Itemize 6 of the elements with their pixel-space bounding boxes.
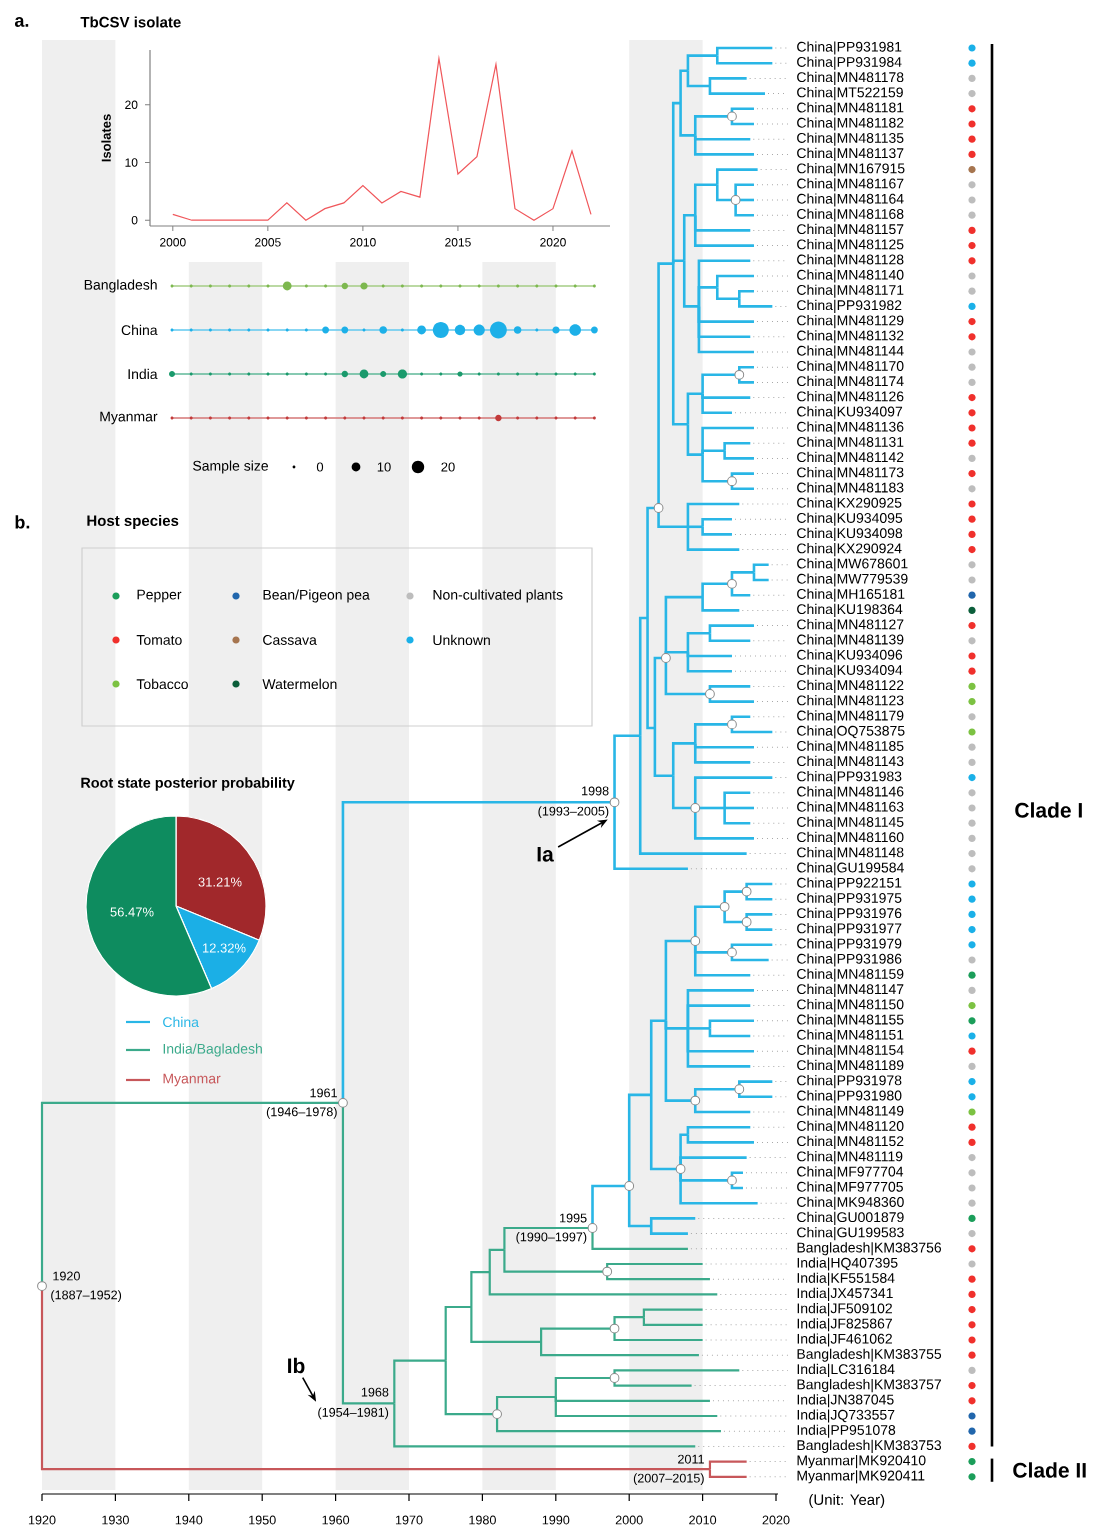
clade-label: Ib [288, 1357, 305, 1374]
clade-label: Clade II [1013, 1462, 1086, 1478]
panel-letter: b. [15, 515, 30, 529]
panel-letter: a. [14, 17, 29, 27]
clade-label: Ia [537, 847, 554, 862]
clade-label: Clade I [1015, 802, 1082, 818]
